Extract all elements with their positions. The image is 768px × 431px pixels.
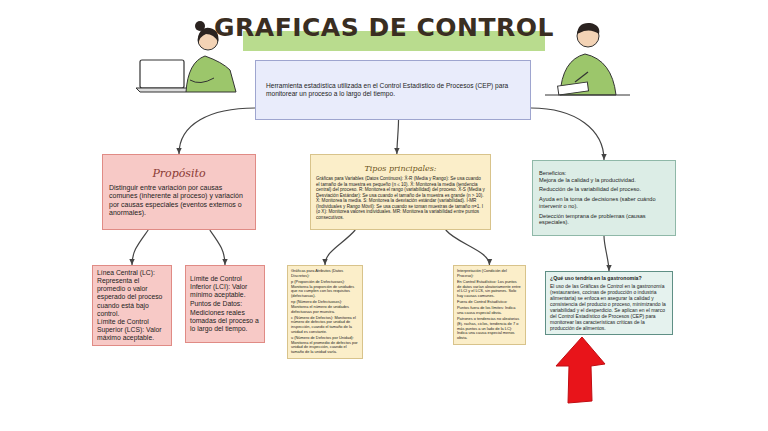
- connector-arrow: [132, 230, 148, 265]
- purpose-box: PropósitoDistinguir entre variación por …: [102, 154, 256, 230]
- title: GRAFICAS DE CONTROL: [0, 13, 768, 42]
- box-text: En Control Estadístico: Los puntos de da…: [457, 280, 522, 299]
- connector-arrow: [446, 230, 490, 265]
- box-heading: Interpretación (Condición del Proceso):: [457, 269, 522, 278]
- box-heading: Línea Central (LC): Representa el promed…: [97, 269, 167, 318]
- box-text: Límite de Control Superior (LCS): Valor …: [97, 318, 167, 342]
- laptop-screen: [140, 60, 184, 88]
- person-right: [545, 23, 630, 95]
- box-text: Mejora de la calidad y la productividad.: [539, 177, 669, 184]
- laptop-base: [136, 88, 190, 92]
- box-heading: Propósito: [109, 167, 249, 180]
- hair-bun: [195, 21, 205, 31]
- arm: [190, 78, 214, 83]
- box-text: np (Número de Defectuosos): Monitorea el…: [291, 300, 359, 314]
- box-text: Detección temprana de problemas (causas …: [539, 213, 669, 226]
- shirt: [186, 56, 236, 92]
- interpretation-box: Interpretación (Condición del Proceso): E…: [453, 265, 526, 345]
- connector-arrow: [179, 108, 255, 154]
- desk: [545, 95, 630, 96]
- box-text: Herramienta estadística utilizada en el …: [266, 82, 520, 98]
- box-heading: Tipos principales:: [316, 164, 485, 174]
- control-limits-box: Límite de Control Inferior (LCI): Valor …: [185, 265, 265, 343]
- box-text: El uso de las Gráficas de Control en la …: [550, 283, 668, 331]
- box-heading: Límite de Control Inferior (LCI): Valor …: [190, 275, 260, 299]
- box-text: Puntos fuera de los límites: Indica una …: [457, 306, 522, 315]
- definition-box: Herramienta estadística utilizada en el …: [255, 60, 531, 120]
- box-text: Gráficas para Variables (Datos Continuos…: [316, 176, 485, 220]
- connector-arrow: [397, 120, 399, 154]
- connector-arrow: [604, 236, 609, 271]
- box-text: Patrones o tendencias no aleatorias (Ej.…: [457, 317, 522, 340]
- box-text: p (Proporción de Defectuosos): Monitorea…: [291, 280, 359, 299]
- box-text: Puntos de Datos: Mediciones reales tomad…: [190, 300, 260, 333]
- types-box: Tipos principales: Gráficas para Variable…: [310, 154, 491, 230]
- connector-arrow: [325, 230, 355, 265]
- attributes-box: Gráficas para Atributos (Datos Discretos…: [287, 265, 363, 359]
- box-text: u (Número de Defectos por Unidad): Monit…: [291, 336, 359, 355]
- box-text: Reducción de la variabilidad del proceso…: [539, 186, 669, 193]
- box-heading: Beneficios:: [539, 170, 669, 177]
- benefits-box: Beneficios:Mejora de la calidad y la pro…: [532, 160, 676, 236]
- box-text: Ayuda en la toma de decisiones (saber cu…: [539, 196, 669, 209]
- connector-arrow: [210, 230, 225, 265]
- gastronomy-box: ¿Qué uso tendría en la gastronomía? El us…: [545, 271, 673, 335]
- box-text: Fuera de Control Estadístico:: [457, 300, 522, 305]
- box-text: c (Número de Defectos): Monitorea el núm…: [291, 316, 359, 335]
- red-arrow: [556, 337, 605, 403]
- pen: [575, 72, 588, 82]
- hair: [577, 23, 599, 34]
- control-lines-box: Línea Central (LC): Representa el promed…: [92, 265, 172, 346]
- connector-arrow: [531, 108, 604, 160]
- box-heading: ¿Qué uso tendría en la gastronomía?: [550, 275, 668, 281]
- paper: [558, 82, 589, 95]
- box-text: Distinguir entre variación por causas co…: [109, 184, 249, 218]
- box-heading: Gráficas para Atributos (Datos Discretos…: [291, 269, 359, 278]
